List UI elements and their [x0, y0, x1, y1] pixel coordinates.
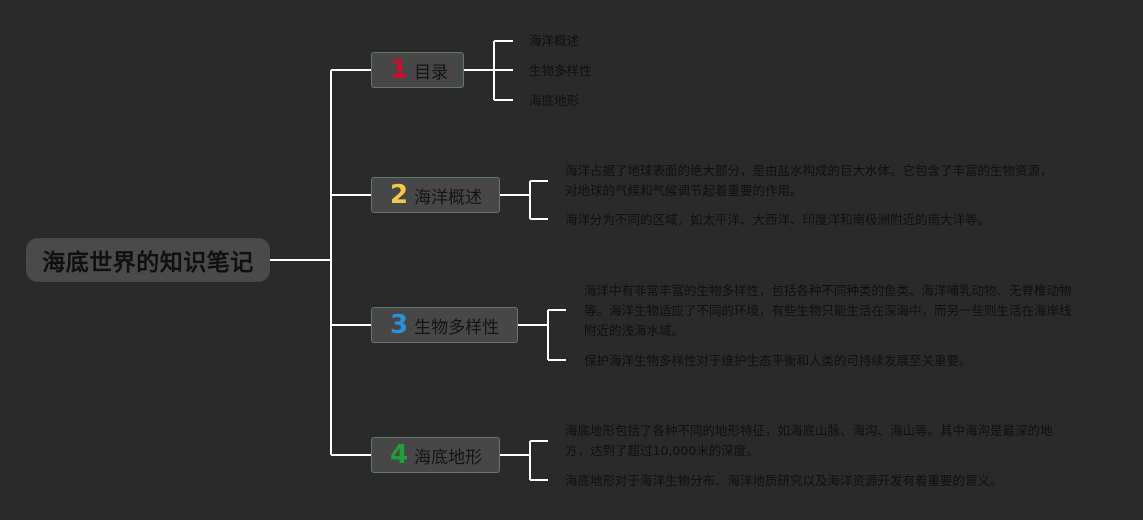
leaf-3-2[interactable]: 保护海洋生物多样性对于维护生态平衡和人类的可持续发展至关重要。: [584, 353, 972, 368]
branch-number-4: 4: [390, 440, 409, 470]
branch-node-4[interactable]: 4 海底地形: [371, 437, 500, 473]
branch-number-2: 2: [390, 180, 409, 210]
leaf-3-1[interactable]: 海洋中有非常丰富的生物多样性，包括各种不同种类的鱼类、海洋哺乳动物、无脊椎动物等…: [584, 283, 1072, 338]
root-node[interactable]: 海底世界的知识笔记: [26, 238, 270, 282]
branch-3-leaf-connector: [518, 309, 566, 361]
leaf-1-2[interactable]: 生物多样性: [529, 63, 592, 78]
branch-label-4: 海底地形: [414, 447, 483, 468]
branch-label-2: 海洋概述: [414, 187, 483, 208]
leaf-1-1[interactable]: 海洋概述: [529, 33, 580, 48]
leaf-4-1[interactable]: 海底地形包括了各种不同的地形特征，如海底山脉、海沟、海山等。其中海沟是最深的地方…: [565, 423, 1053, 458]
branch-label-3: 生物多样性: [414, 317, 500, 338]
branch-node-2[interactable]: 2 海洋概述: [371, 177, 500, 213]
branch-label-1: 目录: [414, 62, 449, 83]
leaf-2-1[interactable]: 海洋占据了地球表面的绝大部分，是由盐水构成的巨大水体。它包含了丰富的生物资源，对…: [565, 163, 1053, 198]
branch-1-leaf-connector: [464, 40, 513, 101]
branch-number-1: 1: [390, 55, 409, 85]
branch-2-leaf-connector: [500, 180, 548, 220]
leaf-2-2[interactable]: 海洋分为不同的区域，如太平洋、大西洋、印度洋和南极洲附近的南大洋等。: [565, 212, 991, 227]
leaf-4-2[interactable]: 海底地形对于海洋生物分布、海洋地质研究以及海洋资源开发有着重要的意义。: [565, 473, 1003, 488]
branch-number-3: 3: [390, 310, 409, 340]
branch-node-1[interactable]: 1 目录: [371, 52, 464, 88]
branch-4-leaf-connector: [500, 440, 548, 481]
leaf-1-3[interactable]: 海底地形: [529, 93, 580, 108]
branch-node-3[interactable]: 3 生物多样性: [371, 307, 518, 343]
root-title: 海底世界的知识笔记: [42, 250, 254, 276]
